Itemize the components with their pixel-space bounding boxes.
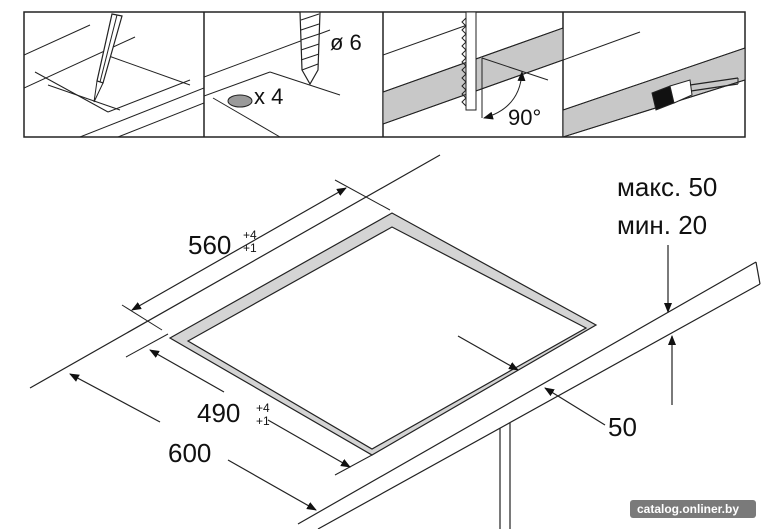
watermark: catalog.onliner.by: [637, 502, 739, 516]
dim-490-tol-upper: +4: [256, 401, 270, 415]
dim-600-value: 600: [168, 438, 211, 468]
step-1-marking: [24, 13, 204, 137]
dim-560-tol-upper: +4: [243, 228, 257, 242]
worktop-right-end: [755, 261, 761, 285]
worktop-front-edge-top: [297, 261, 757, 525]
watermark-bg: [630, 500, 756, 518]
dim-560-value: 560: [188, 230, 231, 260]
dim-600: [69, 373, 317, 511]
dim-50-value: 50: [608, 412, 637, 442]
thickness-min: мин. 20: [617, 210, 707, 240]
thickness-max: макс. 50: [617, 172, 717, 202]
step-3-angle: 90°: [508, 105, 541, 130]
dim-490-value: 490: [197, 398, 240, 428]
drill-bit-icon: [299, 12, 321, 86]
step-2-drilling: [204, 12, 341, 137]
dim-490: [125, 333, 373, 476]
dim-560-tol-lower: +1: [243, 241, 257, 255]
pencil-icon: [93, 13, 123, 103]
cutout: [168, 212, 598, 456]
drill-hole-icon: [227, 94, 253, 108]
worktop-front-edge-bottom: [317, 283, 761, 529]
step-4-sealing: [563, 31, 745, 137]
step-2-count: x 4: [254, 84, 283, 109]
dim-50-front: [457, 335, 606, 426]
worktop-drawing: [29, 154, 761, 529]
step-2-diameter: ø 6: [330, 30, 362, 55]
dim-thickness: [664, 245, 676, 405]
dim-490-tol-lower: +1: [256, 414, 270, 428]
brush-icon: [651, 77, 739, 111]
saw-blade-icon: [461, 12, 477, 111]
step-3-cutting: [383, 12, 563, 125]
cutout-opening: [186, 226, 588, 450]
dim-560: [121, 179, 391, 331]
steps-strip: x 4 ø 6 90°: [23, 11, 746, 138]
